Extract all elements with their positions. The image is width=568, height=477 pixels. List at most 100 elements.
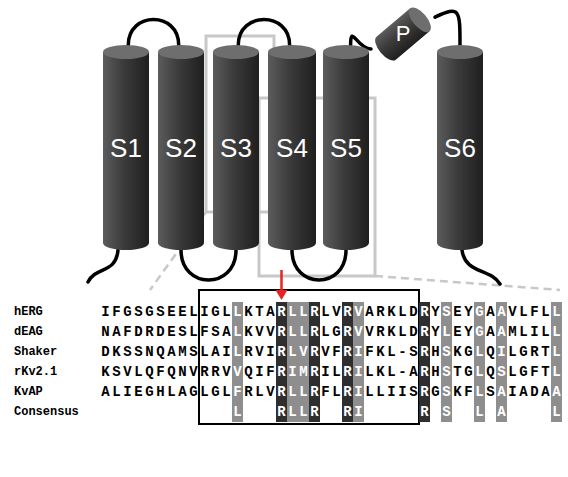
residue: L bbox=[375, 382, 386, 402]
residue: L bbox=[111, 382, 122, 402]
residue: K bbox=[375, 342, 386, 362]
residue: R bbox=[342, 382, 353, 402]
helix-label: S1 bbox=[110, 135, 142, 161]
residue: G bbox=[518, 342, 529, 362]
pore-helix-tilt bbox=[371, 4, 435, 64]
residue: G bbox=[144, 382, 155, 402]
residue: G bbox=[331, 322, 342, 342]
residue: G bbox=[122, 302, 133, 322]
cylinder-body bbox=[103, 52, 149, 250]
residue: D bbox=[529, 382, 540, 402]
residue: L bbox=[474, 402, 485, 422]
cylinder-body bbox=[437, 52, 483, 250]
residue: A bbox=[485, 322, 496, 342]
residue: F bbox=[331, 342, 342, 362]
transmembrane-helix: S2 bbox=[158, 45, 204, 250]
residue: S bbox=[441, 342, 452, 362]
residue: R bbox=[375, 322, 386, 342]
residue: R bbox=[276, 382, 287, 402]
helix-label: S2 bbox=[165, 135, 197, 161]
residue: F bbox=[463, 382, 474, 402]
residue: M bbox=[298, 362, 309, 382]
residue: R bbox=[309, 302, 320, 322]
residue: N bbox=[144, 342, 155, 362]
residue: L bbox=[364, 382, 375, 402]
residue: R bbox=[309, 322, 320, 342]
residue: I bbox=[397, 382, 408, 402]
residue: L bbox=[287, 342, 298, 362]
residue: R bbox=[419, 342, 430, 362]
residue: S bbox=[188, 342, 199, 362]
residue: A bbox=[210, 342, 221, 362]
residue: K bbox=[243, 302, 254, 322]
transmembrane-helix: S1 bbox=[103, 45, 149, 250]
residue: L bbox=[507, 342, 518, 362]
residue: R bbox=[276, 322, 287, 342]
residue: L bbox=[551, 342, 562, 362]
residue: R bbox=[342, 302, 353, 322]
residue: R bbox=[419, 322, 430, 342]
residue: R bbox=[419, 382, 430, 402]
residue: T bbox=[254, 302, 265, 322]
loop-connector bbox=[238, 20, 289, 46]
sequence-name: Consensus bbox=[14, 402, 79, 422]
s4-region-box bbox=[199, 290, 419, 424]
residue: H bbox=[430, 362, 441, 382]
residue: A bbox=[111, 322, 122, 342]
sequence-name: dEAG bbox=[14, 322, 43, 342]
cylinder-shape bbox=[213, 45, 259, 250]
residue: L bbox=[188, 322, 199, 342]
residue: I bbox=[122, 382, 133, 402]
residue: L bbox=[507, 362, 518, 382]
residue: L bbox=[232, 322, 243, 342]
residue: L bbox=[199, 342, 210, 362]
residue: A bbox=[166, 342, 177, 362]
residue: E bbox=[166, 322, 177, 342]
residue: Y bbox=[463, 302, 474, 322]
transmembrane-helix: S4 bbox=[268, 45, 316, 250]
cylinder-top bbox=[213, 45, 259, 59]
residue: D bbox=[408, 302, 419, 322]
residue: V bbox=[353, 322, 364, 342]
residue: L bbox=[133, 362, 144, 382]
residue: N bbox=[177, 362, 188, 382]
cylinder-shape bbox=[371, 4, 435, 64]
residue: I bbox=[353, 382, 364, 402]
residue: V bbox=[232, 362, 243, 382]
residue: Q bbox=[155, 342, 166, 362]
residue: L bbox=[397, 322, 408, 342]
residue: G bbox=[518, 362, 529, 382]
residue: L bbox=[287, 402, 298, 422]
sequence-name: Shaker bbox=[14, 342, 57, 362]
residue: G bbox=[210, 382, 221, 402]
residue: S bbox=[210, 322, 221, 342]
residue: R bbox=[375, 302, 386, 322]
residue: K bbox=[375, 362, 386, 382]
red-arrow-shaft bbox=[280, 270, 283, 292]
residue: L bbox=[331, 382, 342, 402]
helix-label: S6 bbox=[444, 135, 476, 161]
residue: V bbox=[122, 362, 133, 382]
residue: L bbox=[551, 362, 562, 382]
residue: Q bbox=[166, 362, 177, 382]
residue: R bbox=[276, 362, 287, 382]
cylinder-top bbox=[268, 45, 316, 59]
n-terminal-tail bbox=[88, 250, 118, 282]
loop-connector bbox=[292, 250, 346, 280]
residue: V bbox=[188, 362, 199, 382]
cylinder-top bbox=[103, 45, 149, 59]
residue: V bbox=[320, 342, 331, 362]
residue: L bbox=[287, 322, 298, 342]
residue: L bbox=[551, 302, 562, 322]
residue: A bbox=[100, 382, 111, 402]
residue: G bbox=[474, 322, 485, 342]
residue: A bbox=[540, 382, 551, 402]
consensus-residues: RI bbox=[342, 402, 364, 422]
residue: L bbox=[474, 342, 485, 362]
residue: G bbox=[474, 302, 485, 322]
residue: L bbox=[298, 322, 309, 342]
consensus-residues: RLLR bbox=[276, 402, 320, 422]
cylinder-body bbox=[158, 52, 204, 250]
residue: T bbox=[540, 342, 551, 362]
cylinder-top bbox=[437, 45, 483, 59]
